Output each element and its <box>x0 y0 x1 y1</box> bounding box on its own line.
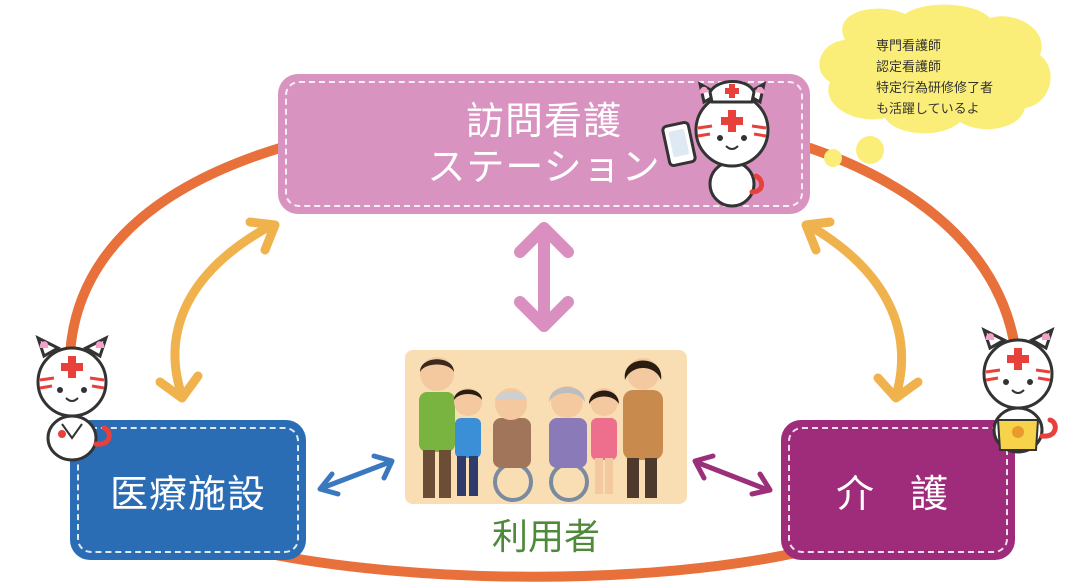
doctor-mascot-icon <box>35 335 112 462</box>
grandmother-figure <box>549 386 589 502</box>
user-label: 利用者 <box>491 517 600 558</box>
medical-dashed-border <box>77 427 299 553</box>
bubble-line-1: 専門看護師 <box>876 39 942 54</box>
medical-box: 医療施設 <box>70 420 306 560</box>
nurse-mascot-icon <box>661 80 770 208</box>
care-user-arrow <box>692 453 773 497</box>
bubble-line-4: も活躍しているよ <box>876 102 980 117</box>
station-title-line1: 訪問看護 <box>465 99 622 143</box>
girl-figure <box>589 388 619 494</box>
station-dashed-border <box>285 81 803 207</box>
bubble-line-2: 認定看護師 <box>876 60 942 75</box>
grandfather-figure <box>493 388 533 502</box>
medical-label: 医療施設 <box>109 471 266 516</box>
caregiver-mascot-icon <box>981 327 1058 454</box>
father-figure <box>419 357 455 498</box>
mother-figure <box>623 358 663 498</box>
boy-figure <box>454 388 482 496</box>
care-dashed-border <box>788 427 1008 553</box>
station-care-arrow <box>801 217 923 403</box>
bubble-text: 専門看護師 認定看護師 特定行為研修修了者 も活躍しているよ <box>876 36 1046 120</box>
station-title-line2: ステーション <box>427 145 661 189</box>
station-user-arrow <box>514 222 574 332</box>
bubble-line-3: 特定行為研修修了者 <box>876 81 994 96</box>
user-illustration <box>405 350 687 504</box>
care-box: 介 護 <box>781 420 1015 560</box>
care-label: 介 護 <box>835 471 961 516</box>
medical-user-arrow <box>317 453 395 497</box>
station-title: 訪問看護 ステーション <box>427 98 660 190</box>
station-medical-arrow <box>155 217 280 403</box>
